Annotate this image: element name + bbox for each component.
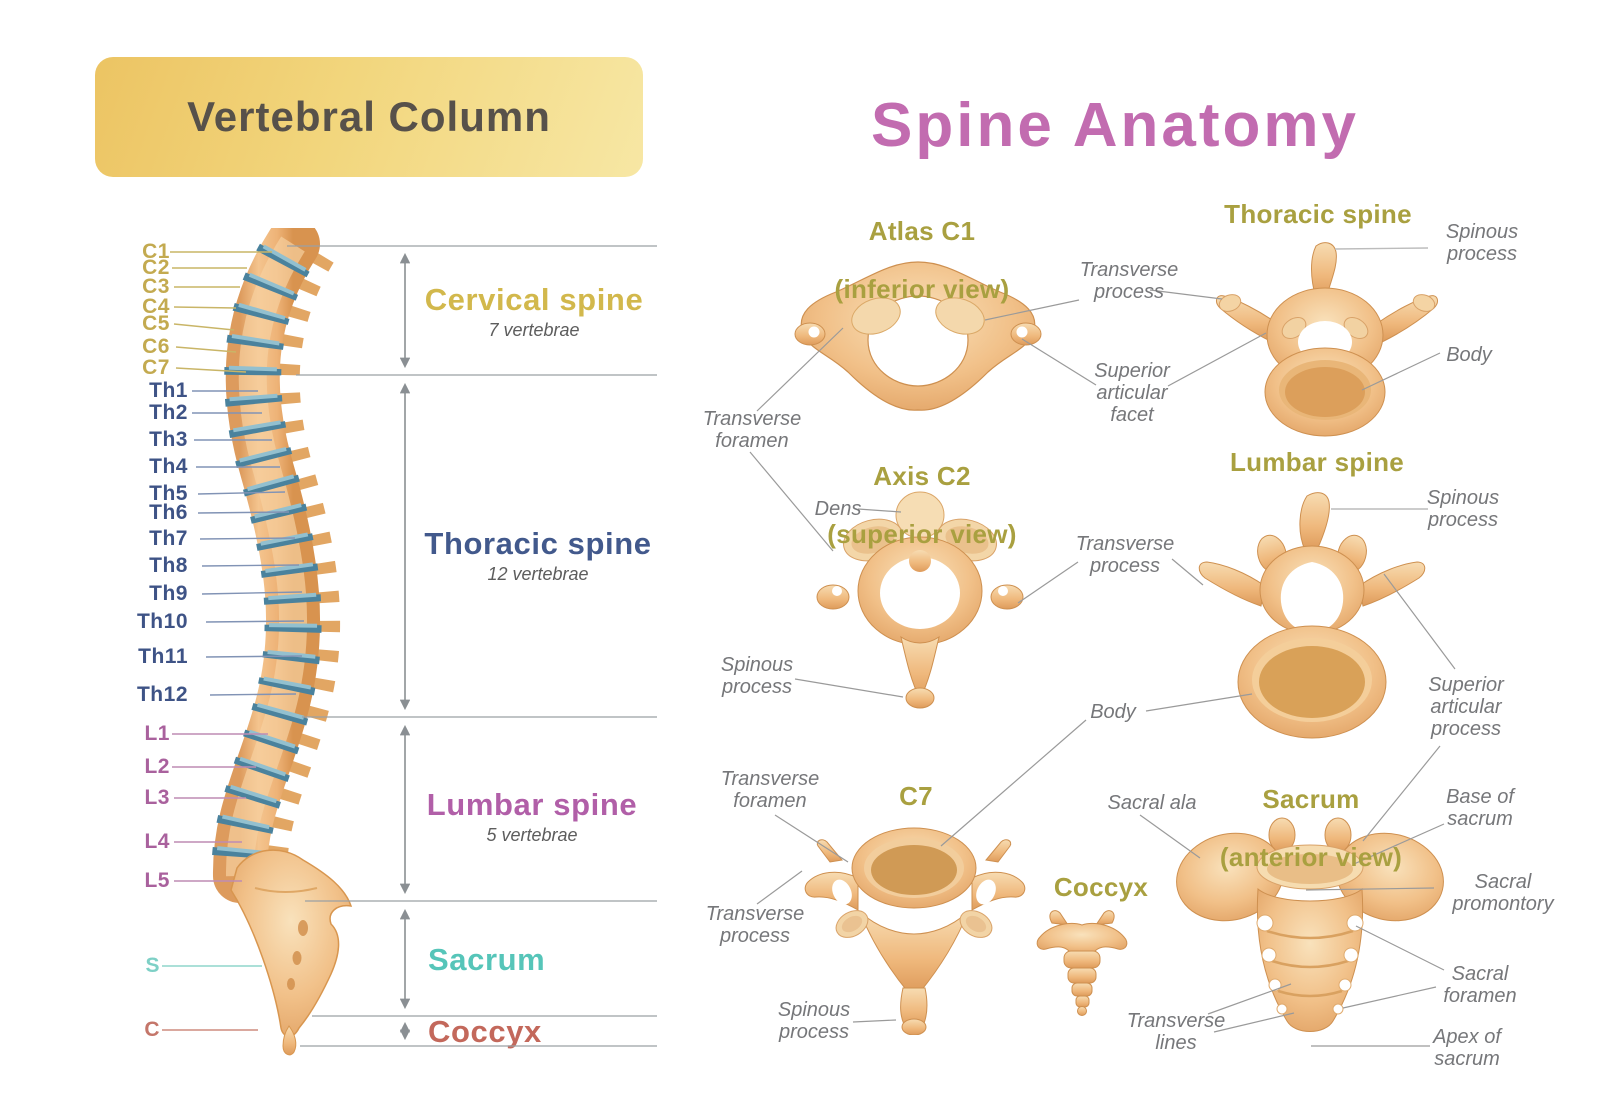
vertebra-label-l4: L4: [144, 830, 170, 853]
label-apex-of-sacrum: Apex of sacrum: [1433, 1026, 1501, 1070]
vertebra-label-th6: Th6: [149, 501, 188, 524]
thoracic-vertebra-illustration: [1216, 242, 1438, 437]
vertebral-column-title-box: Vertebral Column: [95, 57, 643, 177]
diagram-title-atlas-line1: Atlas C1: [868, 216, 976, 246]
spine-anatomy-title: Spine Anatomy: [871, 91, 1359, 160]
coccyx-illustration: [1036, 910, 1128, 1016]
label-sacral-foramen: Sacral foramen: [1443, 963, 1517, 1007]
region-coccyx-title: Coccyx: [428, 1014, 542, 1049]
vertebra-label-th10: Th10: [136, 610, 188, 633]
vertebra-label-c6: C6: [142, 335, 170, 358]
label-superior-articular-facet: Superior articular facet: [1094, 360, 1170, 426]
label-spinous-process-c7: Spinous process: [777, 999, 851, 1043]
vertebra-label-l1: L1: [144, 722, 170, 745]
region-sacrum: Sacrum: [428, 943, 545, 977]
diagram-title-c7: C7: [899, 781, 933, 811]
axis-c2-illustration: [816, 491, 1024, 709]
vertebra-label-c3: C3: [142, 275, 170, 298]
region-thoracic: Thoracic spine 12 vertebrae: [415, 527, 661, 585]
label-transverse-foramen-c7: Transverse foramen: [720, 768, 820, 812]
diagram-title-lumbar: Lumbar spine: [1229, 447, 1405, 477]
label-superior-articular-process: Superior articular process: [1428, 674, 1504, 740]
vertebra-label-l5: L5: [144, 869, 170, 892]
region-cervical-title: Cervical spine: [424, 282, 644, 317]
label-spinous-process-lumbar: Spinous process: [1426, 487, 1500, 531]
vertebra-label-th5: Th5: [149, 482, 188, 505]
vertebra-label-l2: L2: [144, 755, 170, 778]
region-lumbar-title: Lumbar spine: [426, 787, 638, 822]
label-spinous-process-axis: Spinous process: [720, 654, 794, 698]
vertebral-column-title: Vertebral Column: [187, 93, 551, 140]
vertebra-label-c2: C2: [142, 256, 170, 279]
label-sacral-ala: Sacral ala: [1107, 792, 1197, 814]
diagram-title-sacrum: Sacrum (anterior view): [1220, 756, 1402, 901]
label-dens: Dens: [814, 498, 862, 520]
diagram-title-sacrum-line1: Sacrum: [1262, 784, 1360, 814]
diagram-title-thoracic: Thoracic spine: [1224, 199, 1412, 229]
label-body-thoracic: Body: [1446, 344, 1492, 366]
vertebra-label-c: C: [144, 1018, 160, 1041]
diagram-title-atlas: Atlas C1 (inferior view): [835, 188, 1010, 333]
label-spinous-process-thoracic: Spinous process: [1445, 221, 1519, 265]
label-transverse-process-upper: Transverse process: [1079, 259, 1179, 303]
region-thoracic-title: Thoracic spine: [424, 526, 652, 561]
vertebra-label-th12: Th12: [136, 683, 188, 706]
label-transverse-foramen-upper: Transverse foramen: [702, 408, 802, 452]
vertebra-label-th7: Th7: [149, 527, 188, 550]
diagram-title-axis-line1: Axis C2: [873, 461, 971, 491]
diagram-title-sacrum-line2: (anterior view): [1219, 842, 1403, 872]
spine-side-illustration: [211, 228, 353, 1056]
vertebra-label-th1: Th1: [149, 379, 188, 402]
region-cervical-sub: 7 vertebrae: [488, 320, 580, 340]
vertebra-label-s: S: [145, 954, 160, 977]
vertebra-label-th11: Th11: [138, 645, 188, 668]
vertebra-label-th8: Th8: [149, 554, 188, 577]
vertebra-label-th2: Th2: [149, 401, 188, 424]
region-sacrum-title: Sacrum: [428, 942, 546, 977]
c7-vertebra-illustration: [804, 827, 1026, 1035]
vertebra-label-c7: C7: [142, 356, 170, 379]
diagram-title-axis-line2: (superior view): [827, 519, 1017, 549]
diagram-title-axis: Axis C2 (superior view): [827, 433, 1016, 578]
vertebra-label-th9: Th9: [149, 582, 188, 605]
region-lumbar: Lumbar spine 5 vertebrae: [422, 788, 642, 846]
label-transverse-process-mid: Transverse process: [1075, 533, 1175, 577]
vertebra-label-c4: C4: [142, 295, 170, 318]
vertebra-label-th3: Th3: [149, 428, 188, 451]
vertebra-label-l3: L3: [144, 786, 170, 809]
label-transverse-lines: Transverse lines: [1126, 1010, 1226, 1054]
label-transverse-process-c7: Transverse process: [705, 903, 805, 947]
vertebra-label-th4: Th4: [149, 455, 188, 478]
label-sacral-promontory: Sacral promontory: [1452, 871, 1554, 915]
diagram-title-coccyx: Coccyx: [1053, 872, 1149, 902]
diagram-title-atlas-line2: (inferior view): [834, 274, 1010, 304]
region-thoracic-sub: 12 vertebrae: [487, 564, 589, 584]
region-coccyx: Coccyx: [428, 1015, 542, 1049]
region-lumbar-sub: 5 vertebrae: [486, 825, 578, 845]
vertebra-label-c5: C5: [142, 312, 170, 335]
lumbar-vertebra-illustration: [1198, 492, 1426, 739]
region-cervical: Cervical spine 7 vertebrae: [421, 283, 647, 341]
label-base-of-sacrum: Base of sacrum: [1446, 786, 1514, 830]
label-body-mid: Body: [1090, 701, 1136, 723]
vertebra-label-c1: C1: [142, 240, 170, 263]
